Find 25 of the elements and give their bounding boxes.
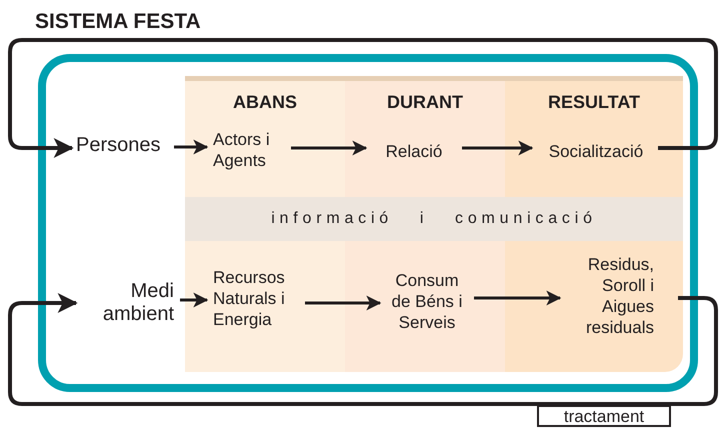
column-band: [185, 76, 345, 197]
column-band: [345, 76, 505, 197]
node-label: Recursos Naturals i Energia: [213, 267, 299, 333]
node-label: Consum de Béns i Serveis: [386, 270, 468, 336]
node-label: Actors i Agents: [213, 129, 285, 175]
arrow: [180, 292, 208, 308]
arrow: [474, 290, 562, 306]
column-band: [505, 76, 683, 197]
treatment-box: tractament: [537, 405, 671, 427]
arrow: [8, 293, 718, 406]
arrow: [305, 296, 382, 310]
column-heading: ABANS: [232, 91, 298, 114]
arrow: [174, 140, 208, 154]
node-label: Medi ambient: [80, 280, 174, 326]
column-heading: DURANT: [386, 91, 464, 114]
column-heading: RESULTAT: [547, 91, 641, 114]
info-band: informació i comunicació: [185, 197, 683, 241]
arrow: [462, 140, 534, 156]
node-label: Persones: [76, 134, 168, 162]
node-label: Relació: [372, 141, 456, 165]
node-label: Residus, Soroll i Aigues residuals: [566, 254, 654, 342]
arrow: [8, 38, 718, 158]
node-label: Socialització: [538, 141, 654, 165]
arrow: [291, 140, 368, 156]
diagram-title: SISTEMA FESTA: [35, 9, 201, 35]
